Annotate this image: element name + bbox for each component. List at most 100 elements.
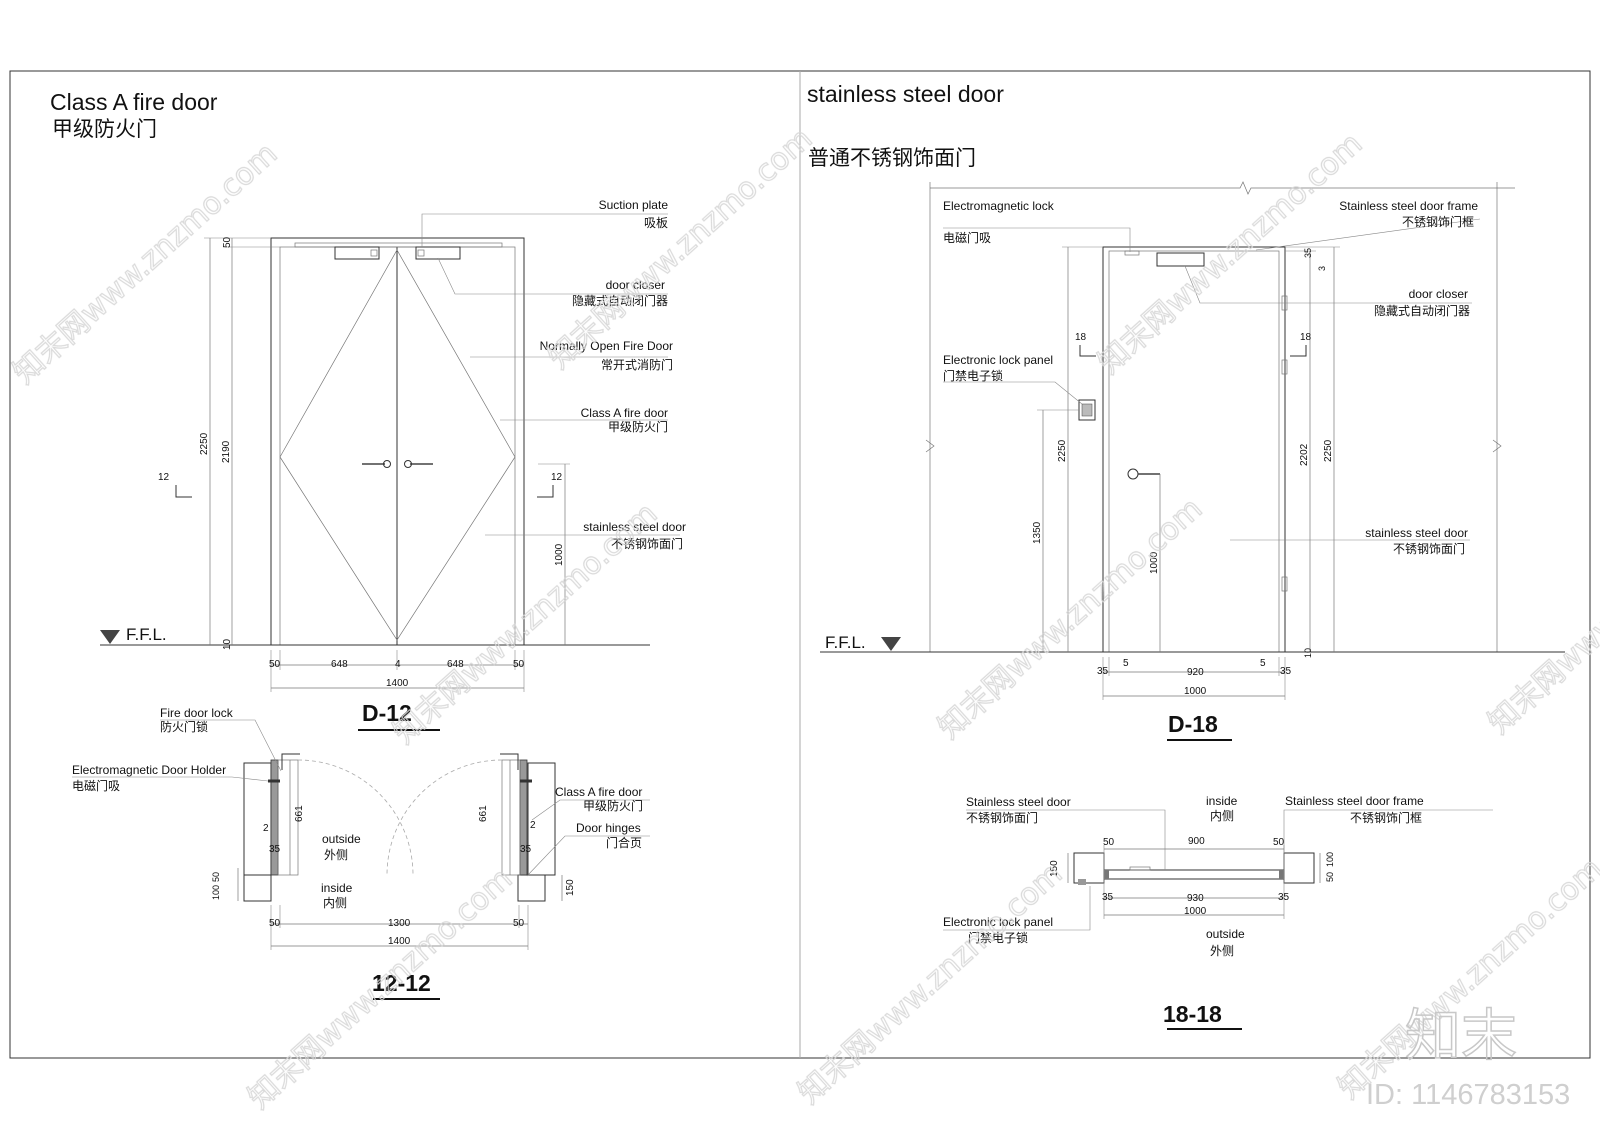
d12-ffl: F.F.L. [126,625,167,644]
s12-dim-2b: 2 [530,820,536,831]
callout-lock-panel-cn: 门禁电子锁 [943,368,1003,383]
d12-label: D-12 [362,700,412,726]
watermark-site-5: 知末网www.znzmo.com [932,491,1209,746]
d18-dim-top35: 35 [1303,248,1313,258]
d18-dim-h2250b: 2250 [1323,439,1334,462]
s18-dim-h50: 50 [1325,872,1335,882]
s12-dim-100: 100 [211,885,221,900]
d12-dim-w-left-frame: 50 [269,659,281,670]
watermark-brand-logo: 知末 [1405,1004,1517,1069]
left-title-en: Class A fire door [50,89,218,115]
d18-sec-left: 18 [1075,332,1087,343]
callout-suction-plate-cn: 吸板 [644,216,668,230]
s18-dim-w35a: 35 [1102,892,1114,903]
s18-inside-en: inside [1206,794,1238,808]
watermark-site-8: 知末网www.znzmo.com [792,856,1069,1111]
callout-d18-ss-door-cn: 不锈钢饰面门 [1393,541,1465,556]
callout-ss-frame-cn: 不锈钢饰门框 [1402,214,1474,229]
callout-normally-open-en: Normally Open Fire Door [540,339,673,353]
callout-door-hinges-cn: 门合页 [606,835,642,850]
d18-dim-w35a: 35 [1097,666,1109,677]
callout-s18-lock-panel-cn: 门禁电子锁 [968,930,1028,945]
callout-d18-ss-door-en: stainless steel door [1365,526,1468,540]
watermark-site-1: 知末网www.znzmo.com [7,136,284,391]
s18-dim-w50b: 50 [1273,837,1285,848]
d12-dim-w-right-frame: 50 [513,659,525,670]
callout-door-hinges-en: Door hinges [576,821,641,835]
s12-dim-w50b: 50 [513,918,525,929]
s18-dim-w50a: 50 [1103,837,1115,848]
watermark-id: ID: 1146783153 [1366,1079,1570,1111]
d12-sec-right: 12 [551,472,563,483]
d12-dim-handle: 1000 [554,543,565,566]
s12-dim-w50a: 50 [269,918,281,929]
s18-outside-en: outside [1206,927,1245,941]
d18-dim-w920: 920 [1187,667,1204,678]
d18-dim-w5b: 5 [1260,658,1266,669]
d12-dim-w-total: 1400 [386,678,409,689]
s12-outside-cn: 外侧 [324,848,348,862]
callout-s12-class-a-cn: 甲级防火门 [583,798,643,813]
callout-s18-ss-door-en: Stainless steel door [966,795,1071,809]
callout-suction-plate-en: Suction plate [599,198,669,212]
s18-outside-cn: 外侧 [1210,944,1234,958]
s12-outside-en: outside [322,832,361,846]
s18-label: 18-18 [1163,1001,1222,1027]
callout-ss-door-en: stainless steel door [583,520,686,534]
s12-dim-35b: 35 [520,844,532,855]
s12-label: 12-12 [372,970,431,996]
d18-dim-h2202: 2202 [1299,443,1310,466]
d12-sec-left: 12 [158,472,170,483]
callout-em-lock-cn: 电磁门吸 [943,230,991,245]
s18-dim-w930: 930 [1187,893,1204,904]
d18-label: D-18 [1168,711,1218,737]
watermark-site-7: 知末网www.znzmo.com [242,861,519,1116]
callout-s18-ss-frame-cn: 不锈钢饰门框 [1350,810,1422,825]
callout-s18-lock-panel-en: Electronic lock panel [943,915,1053,929]
d18-dim-w5a: 5 [1123,658,1129,669]
callout-door-closer-en: door closer [606,278,665,292]
d18-dim-h1350: 1350 [1032,521,1043,544]
callout-normally-open-cn: 常开式消防门 [601,357,673,372]
s18-section [943,809,1493,1030]
d12-dim-bottom: 10 [222,638,233,650]
callout-fire-door-lock-en: Fire door lock [160,706,234,720]
callout-fire-door-lock-cn: 防火门锁 [160,719,208,734]
s18-dim-h150: 150 [1049,860,1060,877]
d18-sec-right: 18 [1300,332,1312,343]
callout-d18-closer-cn: 隐藏式自动闭门器 [1374,303,1470,318]
s12-dim-50v: 50 [211,872,221,882]
watermark-site-4: 知末网www.znzmo.com [387,496,664,751]
d12-dim-w-gap: 4 [395,659,401,670]
watermark-layer: 知末网www.znzmo.com 知末网www.znzmo.com 知末网www… [6,121,1600,1117]
d12-dim-total-h: 2250 [199,432,210,455]
callout-lock-panel-en: Electronic lock panel [943,353,1053,367]
watermark-site-6: 知末网www.znzmo.com [1482,486,1600,741]
callout-s12-class-a-en: Class A fire door [555,785,642,799]
s18-dim-w35b: 35 [1278,892,1290,903]
callout-em-lock-en: Electromagnetic lock [943,199,1055,213]
s12-inside-cn: 内侧 [323,896,347,910]
s18-dim-h100: 100 [1325,852,1335,867]
watermark-site-2: 知末网www.znzmo.com [542,121,819,376]
d18-dim-w1000: 1000 [1184,686,1207,697]
callout-door-closer-cn: 隐藏式自动闭门器 [572,293,668,308]
s12-dim-35a: 35 [269,844,281,855]
d18-dim-h2250a: 2250 [1057,439,1068,462]
s12-dim-w1400: 1400 [388,936,411,947]
callout-class-a-en: Class A fire door [581,406,668,420]
d12-dim-door-h: 2190 [221,440,232,463]
s12-dim-150: 150 [565,879,576,896]
s12-dim-661b: 661 [478,805,489,822]
s18-inside-cn: 内侧 [1210,809,1234,823]
callout-class-a-cn: 甲级防火门 [608,419,668,434]
d18-dim-top3: 3 [1317,266,1327,271]
d18-dim-h1000: 1000 [1149,551,1160,574]
left-title-cn: 甲级防火门 [52,117,157,141]
callout-ss-door-cn: 不锈钢饰面门 [611,536,683,551]
s12-dim-661a: 661 [294,805,305,822]
watermark-site-3: 知末网www.znzmo.com [1092,126,1369,381]
callout-s18-ss-frame-en: Stainless steel door frame [1285,794,1424,808]
s18-dim-w1000: 1000 [1184,906,1207,917]
